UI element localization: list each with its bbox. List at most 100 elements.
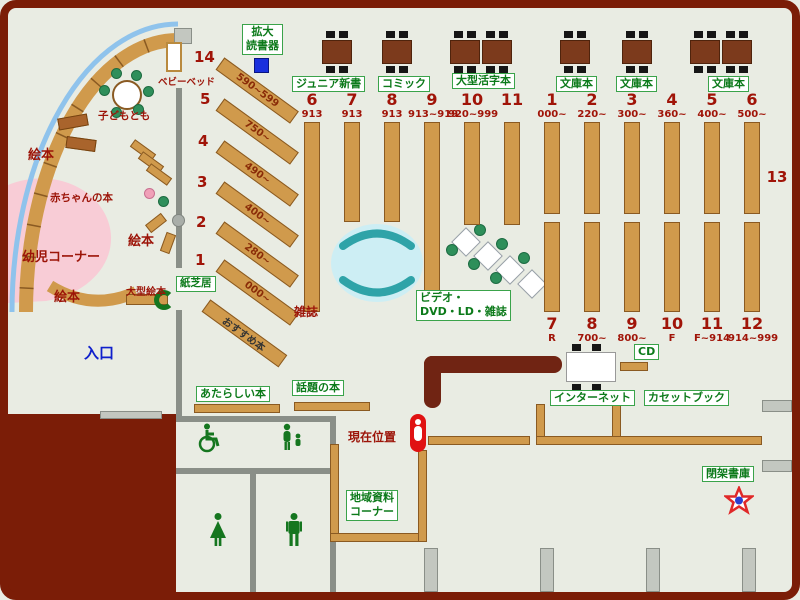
chair [694, 66, 703, 73]
stack-range: 920~999 [448, 109, 499, 120]
stack-number: 11 [700, 314, 724, 333]
round-pillar [172, 214, 185, 227]
bunko-label: 文庫本 [556, 76, 597, 93]
chair [626, 66, 635, 73]
stack-range: 700~ [577, 333, 607, 344]
reading-table [560, 31, 590, 73]
bookshelf [428, 436, 530, 445]
kodomo-tomo-label: 子どもとも [98, 110, 151, 122]
stack-range: 913 [301, 109, 323, 120]
bunko-label: 文庫本 [708, 76, 749, 93]
service-counter [424, 356, 562, 373]
bunko-label: 文庫本 [616, 76, 657, 93]
local-room-wall [418, 450, 427, 542]
chair [564, 31, 573, 38]
shelf-number: 3 [197, 173, 208, 191]
shelf-number: 4 [198, 132, 209, 150]
reading-table [690, 31, 720, 73]
stack-number: 12 [740, 314, 764, 333]
chair [339, 31, 348, 38]
stack-number: 10 [460, 90, 484, 109]
pillar [540, 548, 554, 592]
stack-range: F~914 [693, 333, 731, 344]
magazines-label: 雑誌 [294, 305, 319, 319]
stool [133, 104, 144, 115]
stack-range: 500~ [737, 109, 767, 120]
reading-table [382, 31, 412, 73]
shelf-number: 5 [200, 90, 211, 108]
stack-number: 10 [660, 314, 684, 333]
chair [486, 66, 495, 73]
chair [467, 31, 476, 38]
stool [131, 70, 142, 81]
chair [572, 384, 581, 391]
bookshelf [544, 122, 560, 214]
stack-number: 9 [626, 314, 638, 333]
chair [386, 31, 395, 38]
comic-label: コミック [378, 76, 430, 93]
chair [626, 31, 635, 38]
topic-books-shelf [294, 402, 370, 411]
av-booth-tables [451, 227, 547, 299]
chair [399, 31, 408, 38]
chair [339, 66, 348, 73]
stack-range: 800~ [617, 333, 647, 344]
cd-shelf [620, 362, 648, 371]
chair [499, 66, 508, 73]
chair [739, 31, 748, 38]
topic-books-label: 話題の本 [292, 380, 344, 397]
chair [486, 31, 495, 38]
entrance-vestibule [6, 414, 176, 592]
bookshelf [664, 222, 680, 312]
reading-table [482, 31, 512, 73]
stack-range: 913 [341, 109, 363, 120]
chair [572, 344, 581, 351]
stack-range: 914~999 [728, 333, 779, 344]
stack-range: 000~ [537, 109, 567, 120]
chair [639, 31, 648, 38]
kids-area-wall-upper [176, 88, 182, 268]
chair [326, 31, 335, 38]
chair [707, 31, 716, 38]
closed-stacks-star-icon [724, 486, 754, 515]
stack-number: 4 [666, 90, 678, 109]
stack-range: 360~ [657, 109, 687, 120]
stack-number: 7 [546, 314, 558, 333]
bookshelf [464, 122, 480, 225]
reading-table [622, 31, 652, 73]
av-line2: DVD・LD・雑誌 [420, 305, 507, 319]
curved-wall-blue-line [9, 21, 179, 313]
stack-number: 5 [706, 90, 718, 109]
bookshelf [544, 222, 560, 312]
av-line1: ビデオ・ [420, 291, 464, 304]
stool [158, 196, 169, 207]
chair [707, 66, 716, 73]
stack-range: 300~ [617, 109, 647, 120]
man-icon [286, 513, 302, 546]
stack-number-13: 13 [766, 168, 788, 186]
bookshelf [584, 222, 600, 312]
stack-range: 913 [381, 109, 403, 120]
cassette-book-label: カセットブック [644, 390, 729, 407]
internet-table [566, 352, 616, 382]
stack-range: F [668, 333, 676, 344]
picture-books-label: 絵本 [54, 290, 81, 305]
magnifier-line1: 拡大 [251, 25, 274, 38]
chair [386, 66, 395, 73]
person-icon [415, 419, 421, 425]
stool [144, 188, 155, 199]
bookshelf [624, 122, 640, 214]
bookshelf [504, 122, 520, 225]
chair [726, 31, 735, 38]
av-booth-stools [446, 224, 530, 284]
service-counter-wing [424, 356, 441, 408]
magnifier-line2: 読書器 [246, 39, 279, 53]
chair [499, 31, 508, 38]
wall-stub [762, 460, 792, 472]
stack-number: 3 [626, 90, 638, 109]
bookshelf [704, 122, 720, 214]
magnifying-reader-label: 拡大 読書器 [242, 24, 283, 55]
toilet-wall-mid [176, 468, 336, 474]
stack-number: 11 [500, 90, 524, 109]
toddler-corner-label: 幼児コーナー [22, 250, 101, 265]
